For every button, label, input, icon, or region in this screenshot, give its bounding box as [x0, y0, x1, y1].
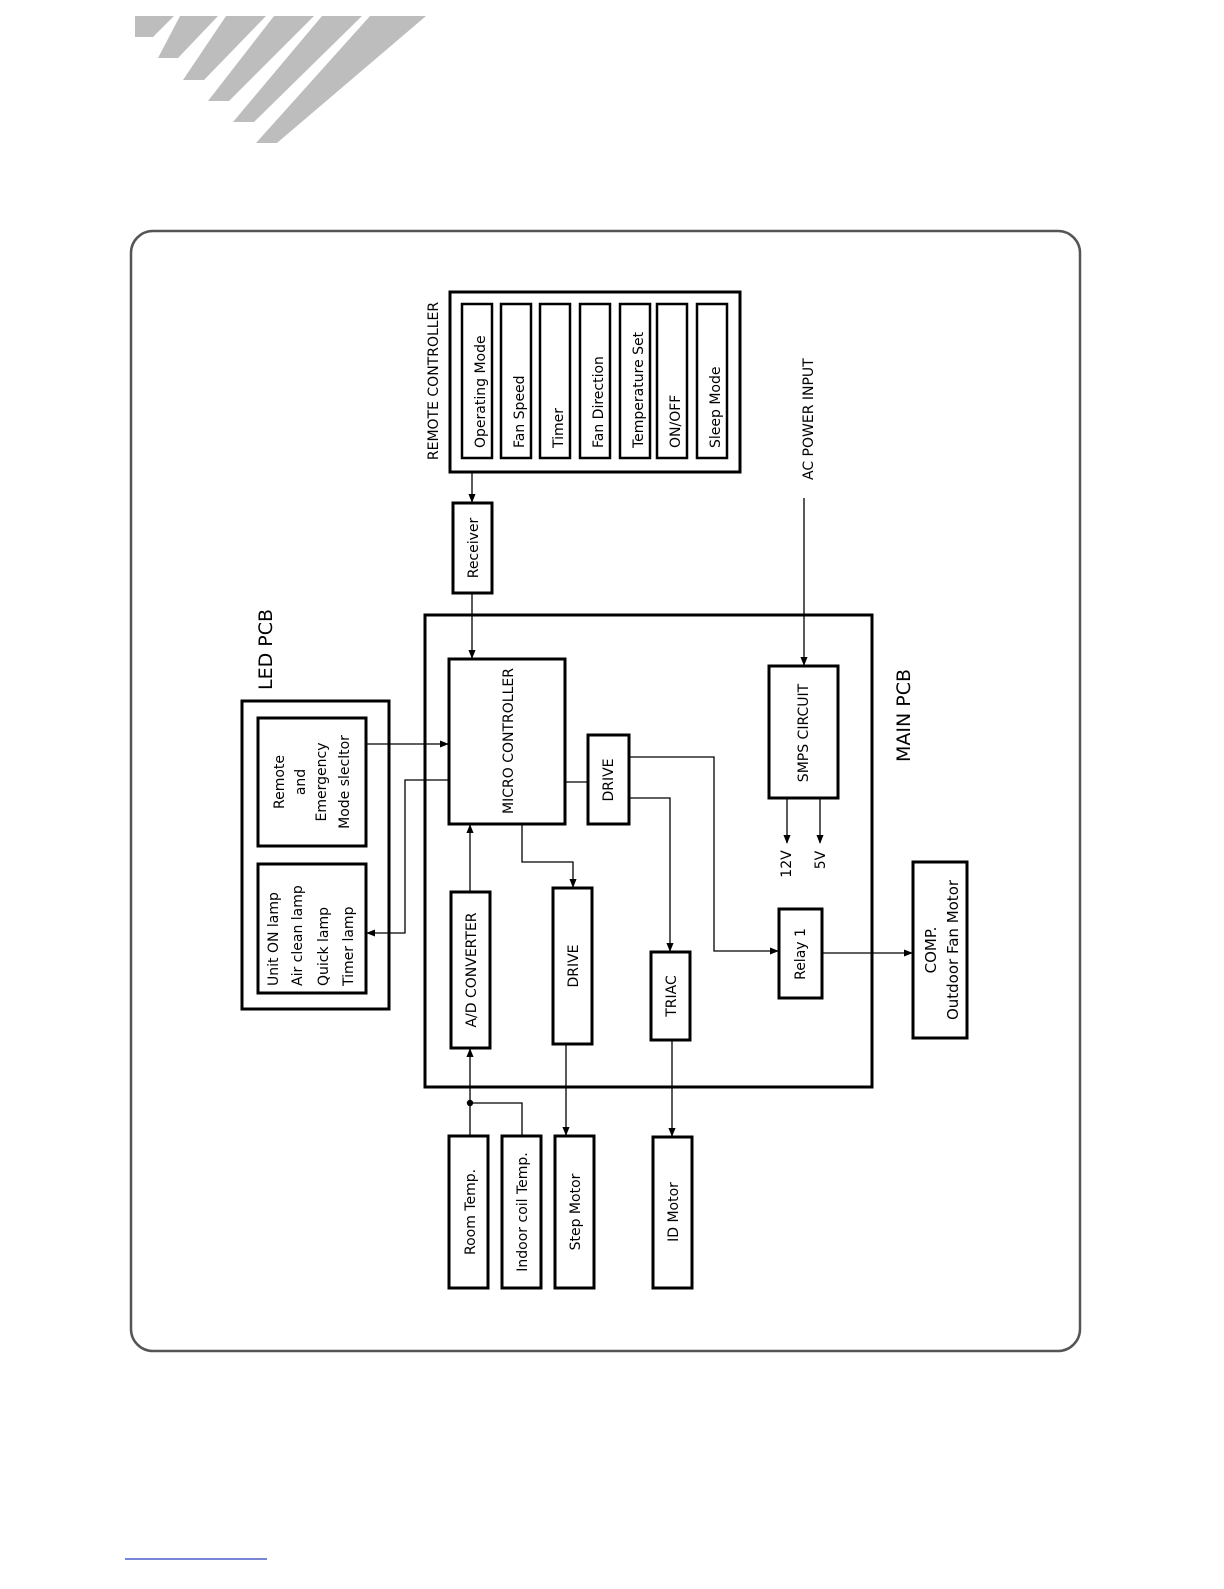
- relay1-box: [777, 907, 824, 1000]
- remote-button-sleep-mode: [695, 302, 729, 460]
- id-motor-label: ID Motor: [666, 1182, 682, 1242]
- lamps-text: Unit ON lamp Air clean lamp Quick lamp T…: [266, 885, 357, 987]
- receiver-box: [451, 501, 494, 595]
- remote-button-operating-mode: [460, 302, 494, 460]
- triac-box: [649, 950, 692, 1042]
- drive-small-label: DRIVE: [601, 758, 617, 801]
- indoor-coil-temp-box: [500, 1134, 543, 1290]
- svg-text:Timer lamp: Timer lamp: [341, 906, 357, 987]
- outdoor-fan-motor-label: Outdoor Fan Motor: [944, 879, 962, 1020]
- step-motor-box: [553, 1134, 596, 1290]
- drive-small-box: [586, 733, 631, 826]
- svg-text:Temperature Set: Temperature Set: [631, 331, 647, 449]
- remote-button-fan-direction: [578, 302, 612, 460]
- receiver-label: Receiver: [466, 517, 482, 578]
- diagram-frame: [129, 229, 1082, 1353]
- connections: [366, 472, 913, 1137]
- mode-selector-box: [256, 716, 368, 848]
- svg-text:and: and: [293, 769, 309, 795]
- smps-circuit-label: SMPS CIRCUIT: [796, 683, 812, 782]
- remote-button-fan-speed: [499, 302, 533, 460]
- remote-controller-label: REMOTE CONTROLLER: [426, 302, 442, 461]
- decorative-stripes: [135, 16, 426, 143]
- svg-text:Emergency: Emergency: [314, 743, 330, 822]
- micro-controller-label: MICRO CONTROLLER: [501, 668, 517, 814]
- ac-power-input-label: AC POWER INPUT: [801, 358, 817, 480]
- indoor-coil-temp-label: Indoor coil Temp.: [515, 1152, 531, 1271]
- triac-label: TRIAC: [664, 975, 680, 1018]
- svg-text:Fan Direction: Fan Direction: [591, 356, 607, 448]
- remote-buttons: Operating Mode Fan Speed Timer Fan Direc…: [460, 302, 729, 460]
- svg-text:ON/OFF: ON/OFF: [668, 395, 684, 448]
- 12v-label: 12V: [779, 850, 795, 878]
- led-pcb-label: LED PCB: [255, 609, 277, 690]
- svg-text:Remote: Remote: [272, 755, 288, 809]
- comp-label: COMP.: [922, 927, 940, 974]
- remote-button-timer: [538, 302, 572, 460]
- svg-text:Sleep Mode: Sleep Mode: [708, 367, 724, 448]
- smps-circuit-box: [767, 664, 840, 800]
- svg-text:Timer: Timer: [551, 408, 567, 449]
- svg-text:Operating Mode: Operating Mode: [473, 335, 489, 448]
- relay1-label: Relay 1: [793, 928, 809, 980]
- drive-large-label: DRIVE: [566, 944, 582, 987]
- svg-text:Quick lamp: Quick lamp: [316, 907, 332, 986]
- svg-text:Unit ON lamp: Unit ON lamp: [266, 892, 282, 986]
- ad-converter-label: A/D CONVERTER: [464, 912, 480, 1027]
- room-temp-box: [447, 1134, 490, 1290]
- lamps-box: [256, 862, 368, 995]
- comp-box: [911, 860, 969, 1040]
- mode-selector-text: Remote and Emergency Mode slecltor: [272, 735, 353, 829]
- room-temp-label: Room Temp.: [463, 1169, 479, 1255]
- svg-text:Mode slecltor: Mode slecltor: [337, 735, 353, 829]
- svg-text:Air clean lamp: Air clean lamp: [290, 885, 306, 986]
- remote-button-temperature-set: [618, 302, 652, 460]
- step-motor-label: Step Motor: [568, 1173, 584, 1250]
- 5v-label: 5V: [813, 850, 829, 869]
- id-motor-box: [651, 1135, 694, 1290]
- svg-text:Fan Speed: Fan Speed: [512, 375, 528, 448]
- drive-large-box: [551, 886, 594, 1046]
- micro-controller-box: [447, 657, 567, 826]
- remote-button-on-off: [655, 302, 689, 460]
- main-pcb-label: MAIN PCB: [893, 669, 915, 762]
